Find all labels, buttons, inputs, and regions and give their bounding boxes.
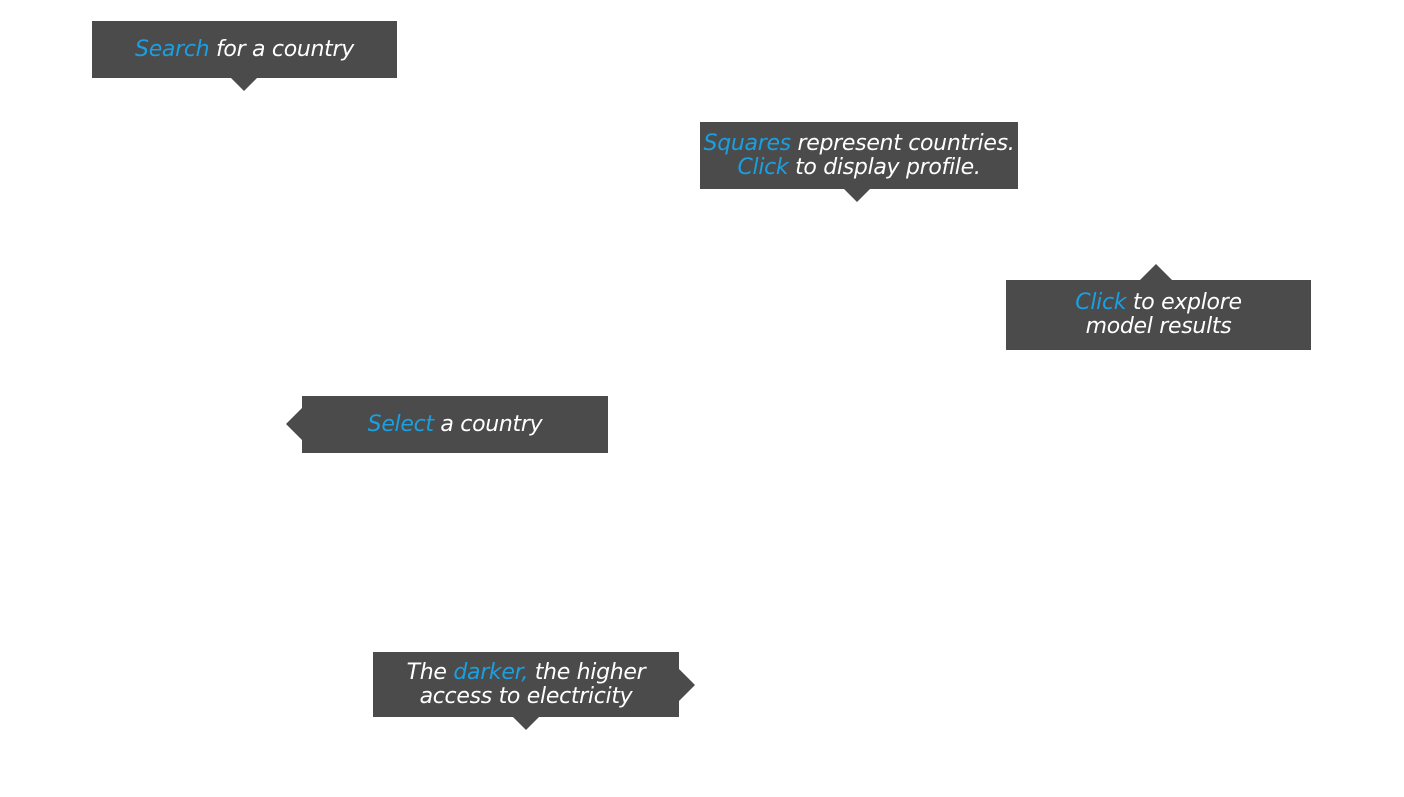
search-hint-highlight: Search: [135, 36, 210, 62]
select-hint-arrow-left: [286, 408, 302, 440]
search-hint-text: Search for a country: [135, 36, 354, 62]
darker-hint-line2: access to electricity: [419, 683, 633, 709]
select-hint-highlight: Select: [367, 411, 434, 437]
select-hint-text: Select a country: [367, 411, 543, 437]
model-hint-tooltip: Click to explore model results: [1006, 280, 1311, 350]
darker-hint-arrow-right: [679, 669, 695, 701]
darker-hint-line1-highlight: darker,: [453, 659, 529, 685]
search-hint-rest: for a country: [209, 36, 354, 62]
squares-hint-line1-highlight: Squares: [703, 130, 792, 156]
search-hint-tooltip: Search for a country: [92, 21, 397, 78]
model-hint-line1: Click to explore: [1075, 290, 1242, 315]
darker-hint-line1-rest: the higher: [528, 659, 646, 685]
darker-hint-tooltip: The darker, the higher access to electri…: [373, 652, 679, 717]
squares-hint-line1: Squares represent countries.: [703, 130, 1015, 156]
search-hint-arrow-down: [231, 78, 257, 91]
model-hint-line1-highlight: Click: [1075, 290, 1127, 315]
darker-hint-arrow-down: [513, 717, 539, 730]
squares-hint-line2-rest: to display profile.: [788, 154, 981, 180]
squares-hint-line1-rest: represent countries.: [790, 130, 1015, 156]
squares-hint-arrow-down: [844, 189, 870, 202]
model-hint-line2: model results: [1085, 314, 1232, 339]
squares-hint-tooltip: Squares represent countries. Click to di…: [700, 122, 1018, 189]
darker-hint-line1-pre: The: [406, 659, 454, 685]
model-hint-arrow-up: [1140, 264, 1172, 280]
select-hint-rest: a country: [433, 411, 543, 437]
model-hint-line1-rest: to explore: [1126, 290, 1242, 315]
squares-hint-line2: Click to display profile.: [737, 154, 981, 180]
darker-hint-line1: The darker, the higher: [406, 659, 646, 685]
squares-hint-line2-highlight: Click: [737, 154, 789, 180]
select-hint-tooltip: Select a country: [302, 396, 608, 453]
